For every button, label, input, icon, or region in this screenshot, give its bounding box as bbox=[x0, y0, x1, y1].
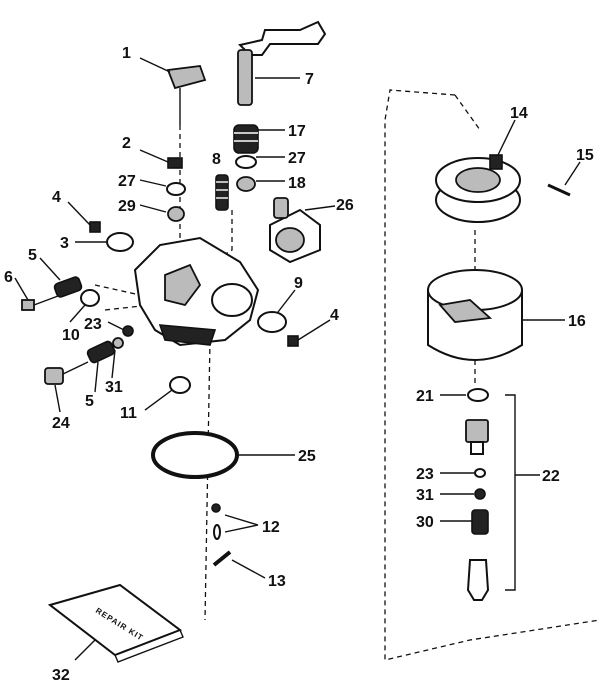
part-29-seal-left bbox=[167, 206, 185, 222]
part-18-seal bbox=[236, 176, 256, 192]
part-24-idle-screw bbox=[44, 361, 89, 385]
part-10-welch-plug bbox=[80, 289, 100, 307]
part-31-washer-left bbox=[112, 337, 124, 349]
bracket-22 bbox=[505, 394, 516, 591]
label-26: 26 bbox=[336, 197, 354, 214]
part-1-choke-lever bbox=[166, 65, 207, 125]
dashed-axis-center bbox=[204, 339, 211, 621]
label-31-left: 31 bbox=[105, 379, 123, 396]
label-4-right: 4 bbox=[330, 307, 339, 324]
part-17-spring bbox=[233, 124, 259, 154]
part-4-screw-left bbox=[89, 221, 101, 233]
part-27-washer-right bbox=[235, 155, 257, 169]
dashed-top-link bbox=[454, 94, 481, 131]
label-23-right: 23 bbox=[416, 466, 434, 483]
part-13-hinge-pin bbox=[212, 550, 232, 567]
part-16-float-bowl bbox=[427, 269, 523, 361]
label-11: 11 bbox=[120, 405, 137, 422]
part-23-o-ring-left bbox=[122, 325, 134, 337]
part-12-needle-clip bbox=[213, 524, 221, 540]
label-12: 12 bbox=[262, 519, 280, 536]
dashed-choke-link bbox=[214, 210, 233, 261]
part-11-inlet-seat bbox=[169, 376, 191, 394]
label-13: 13 bbox=[268, 573, 286, 590]
label-23-left: 23 bbox=[84, 316, 102, 333]
carburetor-body bbox=[133, 236, 260, 347]
part-3-gasket bbox=[106, 232, 134, 252]
label-25: 25 bbox=[298, 448, 316, 465]
part-9-diaphragm bbox=[257, 311, 287, 333]
label-31-right: 31 bbox=[416, 487, 434, 504]
label-4-left: 4 bbox=[52, 189, 61, 206]
part-25-bowl-gasket bbox=[151, 431, 239, 479]
label-24: 24 bbox=[52, 415, 70, 432]
label-29: 29 bbox=[118, 198, 136, 215]
label-27-right: 27 bbox=[288, 150, 306, 167]
label-8: 8 bbox=[212, 151, 221, 168]
part-32-repair-kit: REPAIR KIT bbox=[47, 583, 184, 663]
label-6: 6 bbox=[4, 269, 13, 286]
dashed-bowl-outline bbox=[384, 89, 601, 661]
label-1: 1 bbox=[122, 45, 131, 62]
part-22-main-jet bbox=[466, 559, 490, 601]
part-12-needle-ball bbox=[211, 503, 221, 513]
label-21: 21 bbox=[416, 388, 434, 405]
label-9: 9 bbox=[294, 275, 303, 292]
part-5-spring-lower bbox=[86, 340, 116, 364]
part-26-primer-bulb bbox=[269, 197, 321, 264]
leader-lines bbox=[14, 57, 581, 661]
dashed-left-link bbox=[94, 284, 141, 296]
part-8-spring bbox=[215, 174, 229, 211]
part-7-throttle-shaft bbox=[237, 20, 327, 106]
part-31-washer-right bbox=[474, 488, 486, 500]
label-5-lower: 5 bbox=[85, 393, 94, 410]
label-5-upper: 5 bbox=[28, 247, 37, 264]
label-7: 7 bbox=[305, 71, 314, 88]
label-30: 30 bbox=[416, 514, 434, 531]
label-22: 22 bbox=[542, 468, 560, 485]
part-4-screw-right bbox=[287, 335, 299, 347]
label-18: 18 bbox=[288, 175, 306, 192]
part-21-washer bbox=[467, 388, 489, 402]
part-labels: 1 7 2 17 8 27 27 18 4 29 26 3 5 6 9 4 23… bbox=[4, 45, 594, 684]
label-2: 2 bbox=[122, 135, 131, 152]
label-10: 10 bbox=[62, 327, 80, 344]
part-23-o-ring-right bbox=[474, 468, 486, 478]
part-14-float bbox=[435, 154, 521, 223]
part-22-bowl-nut bbox=[465, 419, 489, 455]
label-3: 3 bbox=[60, 235, 69, 252]
label-27-left: 27 bbox=[118, 173, 136, 190]
part-27-washer-left bbox=[166, 182, 186, 196]
label-14: 14 bbox=[510, 105, 528, 122]
part-15-float-pin bbox=[547, 183, 571, 197]
label-32: 32 bbox=[52, 667, 70, 684]
part-5-spring-upper bbox=[53, 276, 83, 298]
label-16: 16 bbox=[568, 313, 586, 330]
label-17: 17 bbox=[288, 123, 306, 140]
part-2-screw bbox=[167, 157, 183, 169]
part-30-spring bbox=[471, 509, 489, 535]
label-15: 15 bbox=[576, 147, 594, 164]
